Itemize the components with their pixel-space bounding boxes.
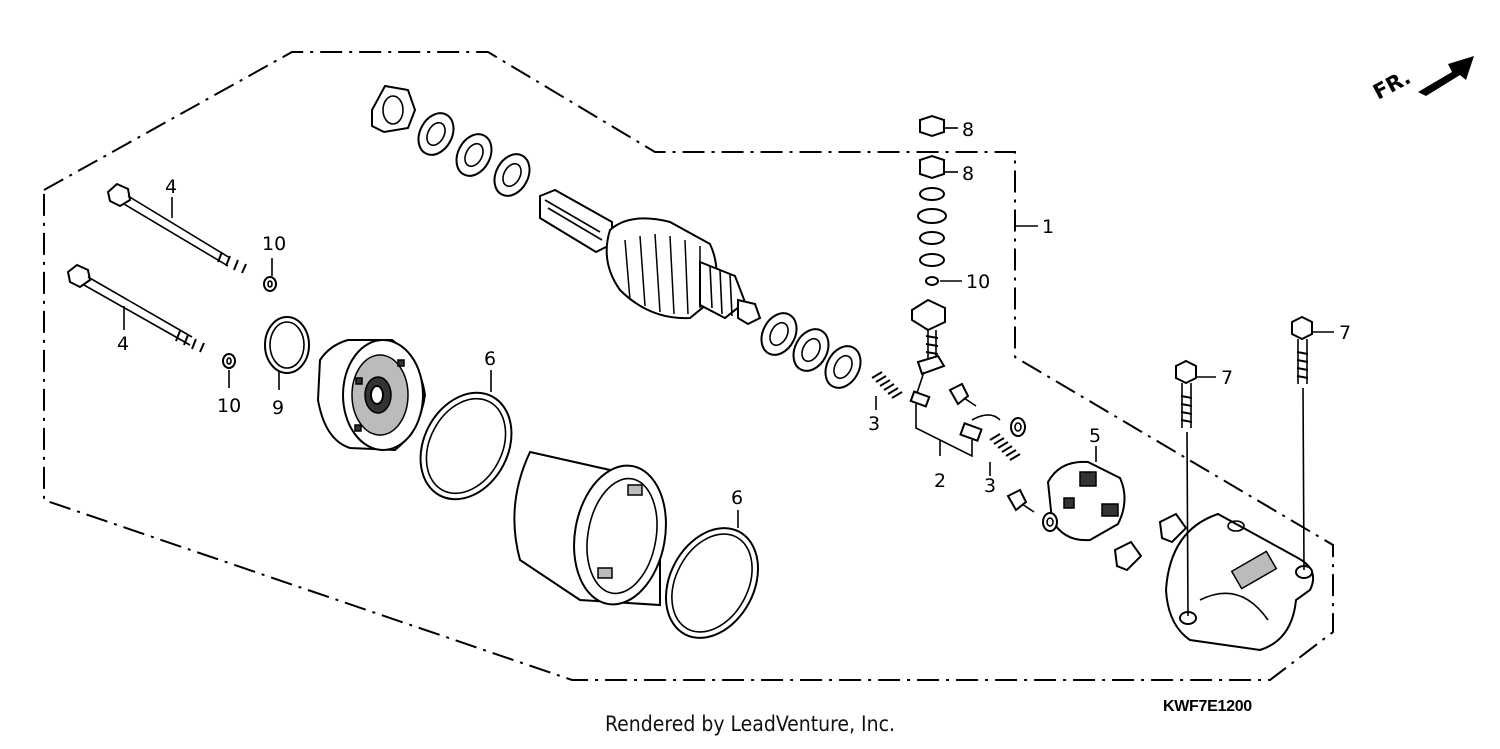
washer-10-left-lower	[222, 353, 236, 369]
thrust-washer-rear-3	[824, 345, 862, 389]
lock-plate	[371, 84, 417, 134]
brush-spring-upper	[871, 371, 903, 399]
thrust-washer-rear-1	[760, 312, 798, 356]
mounting-bolt-center	[1175, 359, 1197, 428]
brush-screw-upper	[948, 382, 977, 407]
callout-4-upper: 4	[165, 176, 177, 198]
through-bolt-lower	[66, 263, 205, 353]
motor-yoke	[513, 450, 667, 607]
callout-5: 5	[1089, 425, 1101, 447]
callout-1: 1	[1042, 216, 1054, 238]
armature	[539, 188, 762, 326]
callout-3-lower: 3	[984, 475, 996, 497]
brush-washer-lower	[1042, 512, 1058, 532]
gasket-rear	[664, 527, 760, 639]
callout-7-right: 7	[1339, 322, 1351, 344]
leader-lines	[123, 127, 1334, 528]
assembly-boundary	[43, 51, 1334, 681]
callout-10-terminal: 10	[966, 271, 990, 293]
seal-plate-lower	[1113, 540, 1143, 572]
bolt-center-alignment	[1186, 431, 1189, 617]
mounting-bolt-right	[1291, 315, 1313, 384]
bolt-right-alignment	[1302, 387, 1305, 571]
credit-line: Rendered by LeadVenture, Inc.	[605, 712, 895, 736]
through-bolt-upper	[106, 182, 247, 274]
diagram-code: KWF7E1200	[1163, 698, 1252, 715]
seal-plate-upper	[1158, 512, 1188, 544]
brush-holder	[1046, 460, 1126, 542]
callout-10-upper-left: 10	[262, 233, 286, 255]
callout-7-center: 7	[1221, 367, 1233, 389]
callout-3-upper: 3	[868, 413, 880, 435]
terminal-bolt	[925, 330, 939, 360]
front-direction-indicator: FR.	[1369, 56, 1474, 104]
thrust-washer-front-1	[417, 112, 455, 156]
thrust-washer-front-2	[455, 133, 493, 177]
front-direction-label: FR.	[1369, 65, 1415, 104]
front-arrow-icon	[1418, 56, 1474, 96]
callout-10-lower-left: 10	[217, 395, 241, 417]
gasket-front	[419, 391, 513, 501]
callout-8-lower: 8	[962, 163, 974, 185]
brush-terminal-assembly	[909, 354, 1001, 442]
brush-washer-upper	[1010, 417, 1026, 437]
brush-screw-lower	[1006, 488, 1035, 513]
callout-6-rear: 6	[731, 487, 743, 509]
thrust-washer-rear-2	[792, 328, 830, 372]
washer-10-left-upper	[263, 276, 277, 292]
terminal-nut-lower	[919, 154, 945, 180]
o-ring	[264, 316, 310, 374]
front-cover	[316, 339, 427, 452]
thrust-washer-front-3	[493, 153, 531, 197]
terminal-insulator	[911, 298, 946, 332]
callout-4-lower: 4	[117, 333, 129, 355]
terminal-washers	[917, 187, 947, 286]
brush-spring-lower	[989, 433, 1021, 461]
callout-8-upper: 8	[962, 119, 974, 141]
terminal-nut-upper	[919, 114, 945, 138]
callout-6-front: 6	[484, 348, 496, 370]
callout-2: 2	[934, 470, 946, 492]
callout-9: 9	[272, 397, 284, 419]
